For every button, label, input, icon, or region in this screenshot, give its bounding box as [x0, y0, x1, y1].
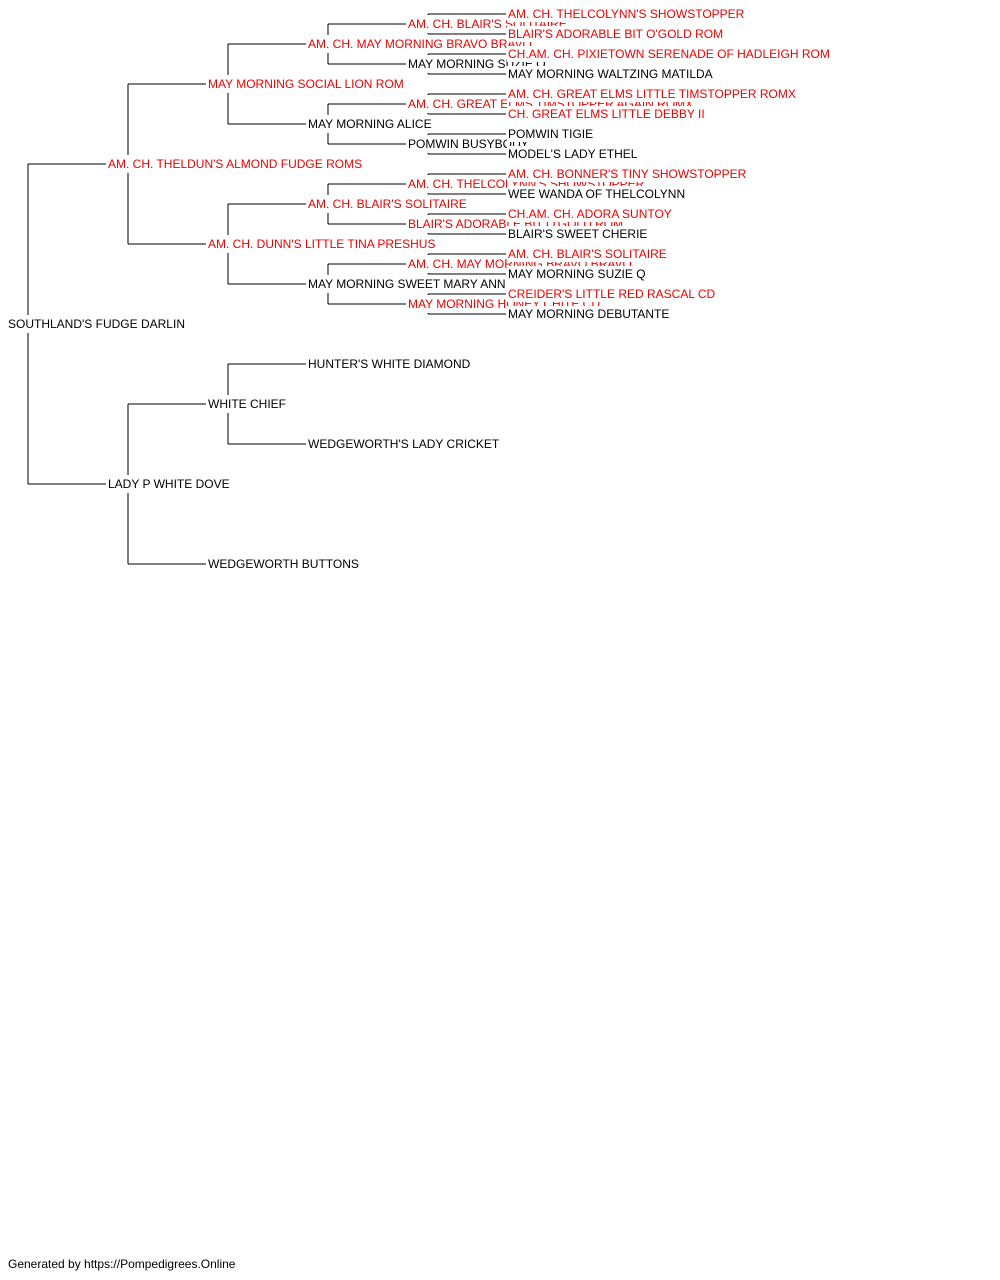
subject-dog-name: SOUTHLAND'S FUDGE DARLIN: [7, 316, 186, 332]
ancestor-name: WEDGEWORTH BUTTONS: [207, 556, 360, 572]
ancestor-name: AM. CH. GREAT ELMS LITTLE TIMSTOPPER ROM…: [507, 86, 797, 102]
ancestor-name: WEE WANDA OF THELCOLYNN: [507, 186, 687, 202]
ancestor-name: CREIDER'S LITTLE RED RASCAL CD: [507, 286, 717, 302]
ancestor-name: AM. CH. DUNN'S LITTLE TINA PRESHUS: [207, 236, 437, 252]
ancestor-name: MAY MORNING SOCIAL LION ROM: [207, 76, 405, 92]
ancestor-name: POMWIN BUSYBODY: [407, 136, 530, 152]
ancestor-name: AM. CH. THELDUN'S ALMOND FUDGE ROMS: [107, 156, 364, 172]
ancestor-name: MAY MORNING DEBUTANTE: [507, 306, 671, 322]
ancestor-name: AM. CH. BONNER'S TINY SHOWSTOPPER: [507, 166, 748, 182]
ancestor-name: POMWIN TIGIE: [507, 126, 595, 142]
ancestor-name: WHITE CHIEF: [207, 396, 287, 412]
ancestor-name: HUNTER'S WHITE DIAMOND: [307, 356, 472, 372]
ancestor-name: MAY MORNING SUZIE Q: [507, 266, 647, 282]
footer-credit: Generated by https://Pompedigrees.Online: [8, 1257, 236, 1271]
ancestor-name: AM. CH. THELCOLYNN'S SHOWSTOPPER: [507, 6, 746, 22]
ancestor-name: BLAIR'S SWEET CHERIE: [507, 226, 649, 242]
ancestor-name: MAY MORNING SWEET MARY ANN: [307, 276, 507, 292]
ancestor-name: BLAIR'S ADORABLE BIT O'GOLD ROM: [507, 26, 725, 42]
ancestor-name: LADY P WHITE DOVE: [107, 476, 231, 492]
ancestor-name: MAY MORNING ALICE: [307, 116, 433, 132]
ancestor-name: MAY MORNING WALTZING MATILDA: [507, 66, 714, 82]
ancestor-name: WEDGEWORTH'S LADY CRICKET: [307, 436, 501, 452]
ancestor-name: CH.AM. CH. PIXIETOWN SERENADE OF HADLEIG…: [507, 46, 831, 62]
ancestor-name: AM. CH. MAY MORNING BRAVO BRAVO: [307, 36, 533, 52]
ancestor-name: AM. CH. BLAIR'S SOLITAIRE: [507, 246, 668, 262]
ancestor-name: CH.AM. CH. ADORA SUNTOY: [507, 206, 673, 222]
ancestor-name: AM. CH. BLAIR'S SOLITAIRE: [307, 196, 468, 212]
ancestor-name: CH. GREAT ELMS LITTLE DEBBY II: [507, 106, 706, 122]
ancestor-name: MODEL'S LADY ETHEL: [507, 146, 639, 162]
